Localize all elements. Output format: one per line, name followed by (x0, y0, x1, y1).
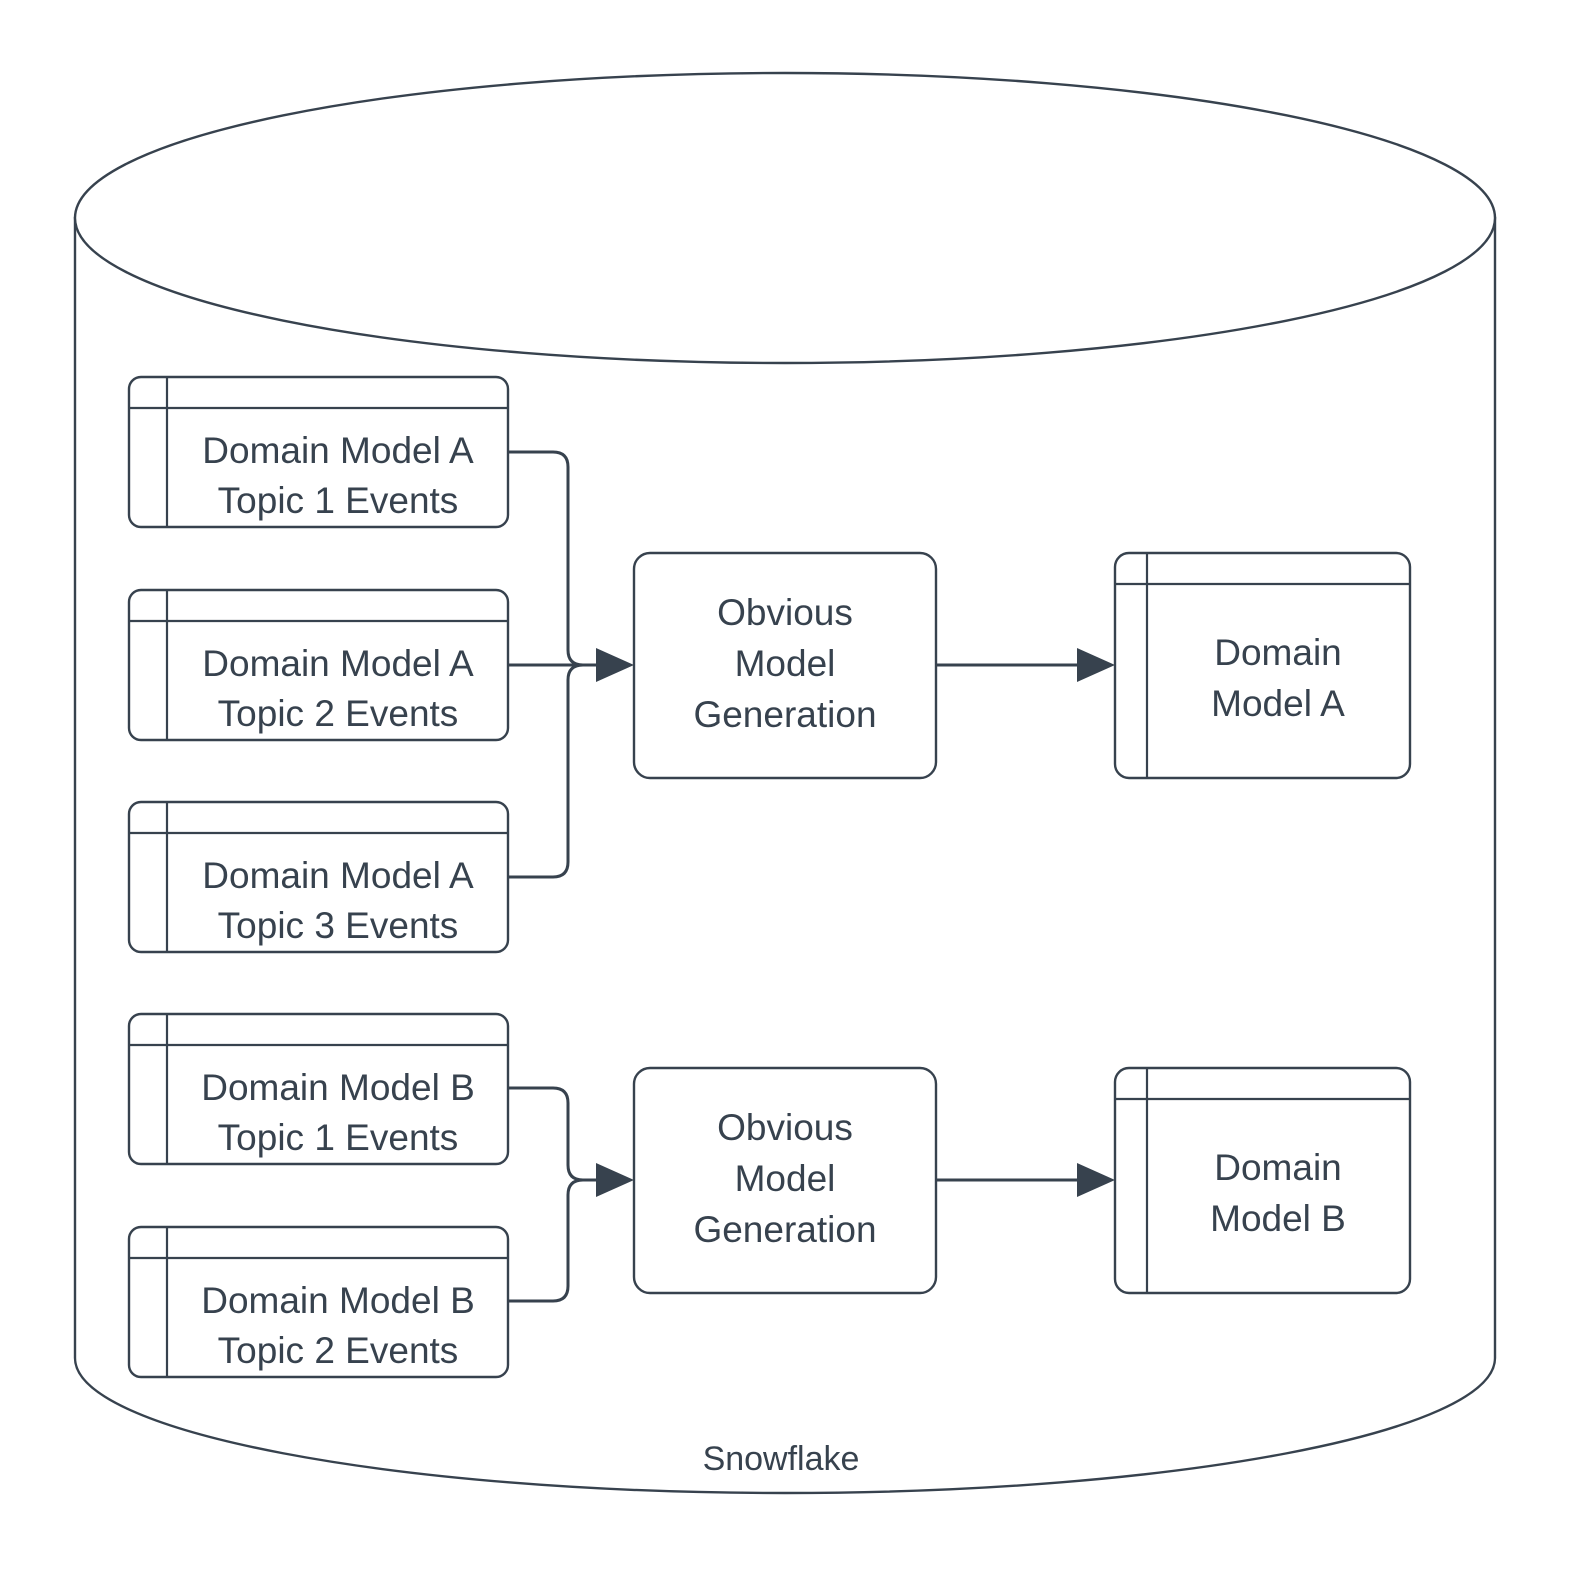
table-label-line1: Domain Model A (202, 855, 474, 896)
arrowhead-to-model-b (1077, 1163, 1115, 1197)
table-label-line1: Domain Model A (202, 430, 474, 471)
process-label-line3: Generation (693, 694, 876, 735)
edge-a-topic-3-to-process (506, 663, 602, 879)
table-label-line2: Model B (1210, 1198, 1346, 1239)
table-node-a-topic-1[interactable]: Domain Model A Topic 1 Events (127, 375, 510, 529)
edge-b-topic-2-to-process (506, 1178, 602, 1303)
table-outline (127, 588, 510, 742)
table-node-b-topic-1[interactable]: Domain Model B Topic 1 Events (127, 1012, 510, 1166)
process-outline (632, 1066, 938, 1295)
table-label-line2: Topic 2 Events (218, 693, 459, 734)
process-outline (632, 551, 938, 780)
edge-b-topic-1-to-process (506, 1086, 602, 1182)
table-label-line2: Topic 1 Events (218, 1117, 459, 1158)
table-outline (1113, 1066, 1412, 1295)
table-label-line1: Domain Model B (201, 1067, 475, 1108)
table-label-line2: Topic 3 Events (218, 905, 459, 946)
table-label-line2: Model A (1211, 683, 1345, 724)
container-label-snowflake: Snowflake (703, 1440, 860, 1478)
process-label-line2: Model (735, 1158, 836, 1199)
process-node-obvious-model-generation-b[interactable]: Obvious Model Generation (632, 1066, 938, 1295)
table-outline (127, 800, 510, 954)
cylinder-top-ellipse (73, 71, 1497, 365)
table-label-line1: Domain (1214, 632, 1342, 673)
process-label-line1: Obvious (717, 592, 853, 633)
arrowhead-to-omg-a (596, 648, 634, 682)
edges-group-a (506, 450, 1115, 879)
table-outline (127, 375, 510, 529)
process-label-line3: Generation (693, 1209, 876, 1250)
table-outline (1113, 551, 1412, 780)
table-label-line1: Domain Model A (202, 643, 474, 684)
table-label-line2: Topic 2 Events (218, 1330, 459, 1371)
table-node-b-topic-2[interactable]: Domain Model B Topic 2 Events (127, 1225, 510, 1379)
process-label-line1: Obvious (717, 1107, 853, 1148)
table-node-a-topic-3[interactable]: Domain Model A Topic 3 Events (127, 800, 510, 954)
table-node-a-topic-2[interactable]: Domain Model A Topic 2 Events (127, 588, 510, 742)
arrowhead-to-omg-b (596, 1163, 634, 1197)
table-label-line2: Topic 1 Events (218, 480, 459, 521)
table-node-domain-model-a[interactable]: Domain Model A (1113, 551, 1412, 780)
table-outline (127, 1012, 510, 1166)
table-label-line1: Domain (1214, 1147, 1342, 1188)
table-label-line1: Domain Model B (201, 1280, 475, 1321)
arrowhead-to-model-a (1077, 648, 1115, 682)
table-outline (127, 1225, 510, 1379)
table-node-domain-model-b[interactable]: Domain Model B (1113, 1066, 1412, 1295)
edges-group-b (506, 1086, 1115, 1303)
process-node-obvious-model-generation-a[interactable]: Obvious Model Generation (632, 551, 938, 780)
process-label-line2: Model (735, 643, 836, 684)
